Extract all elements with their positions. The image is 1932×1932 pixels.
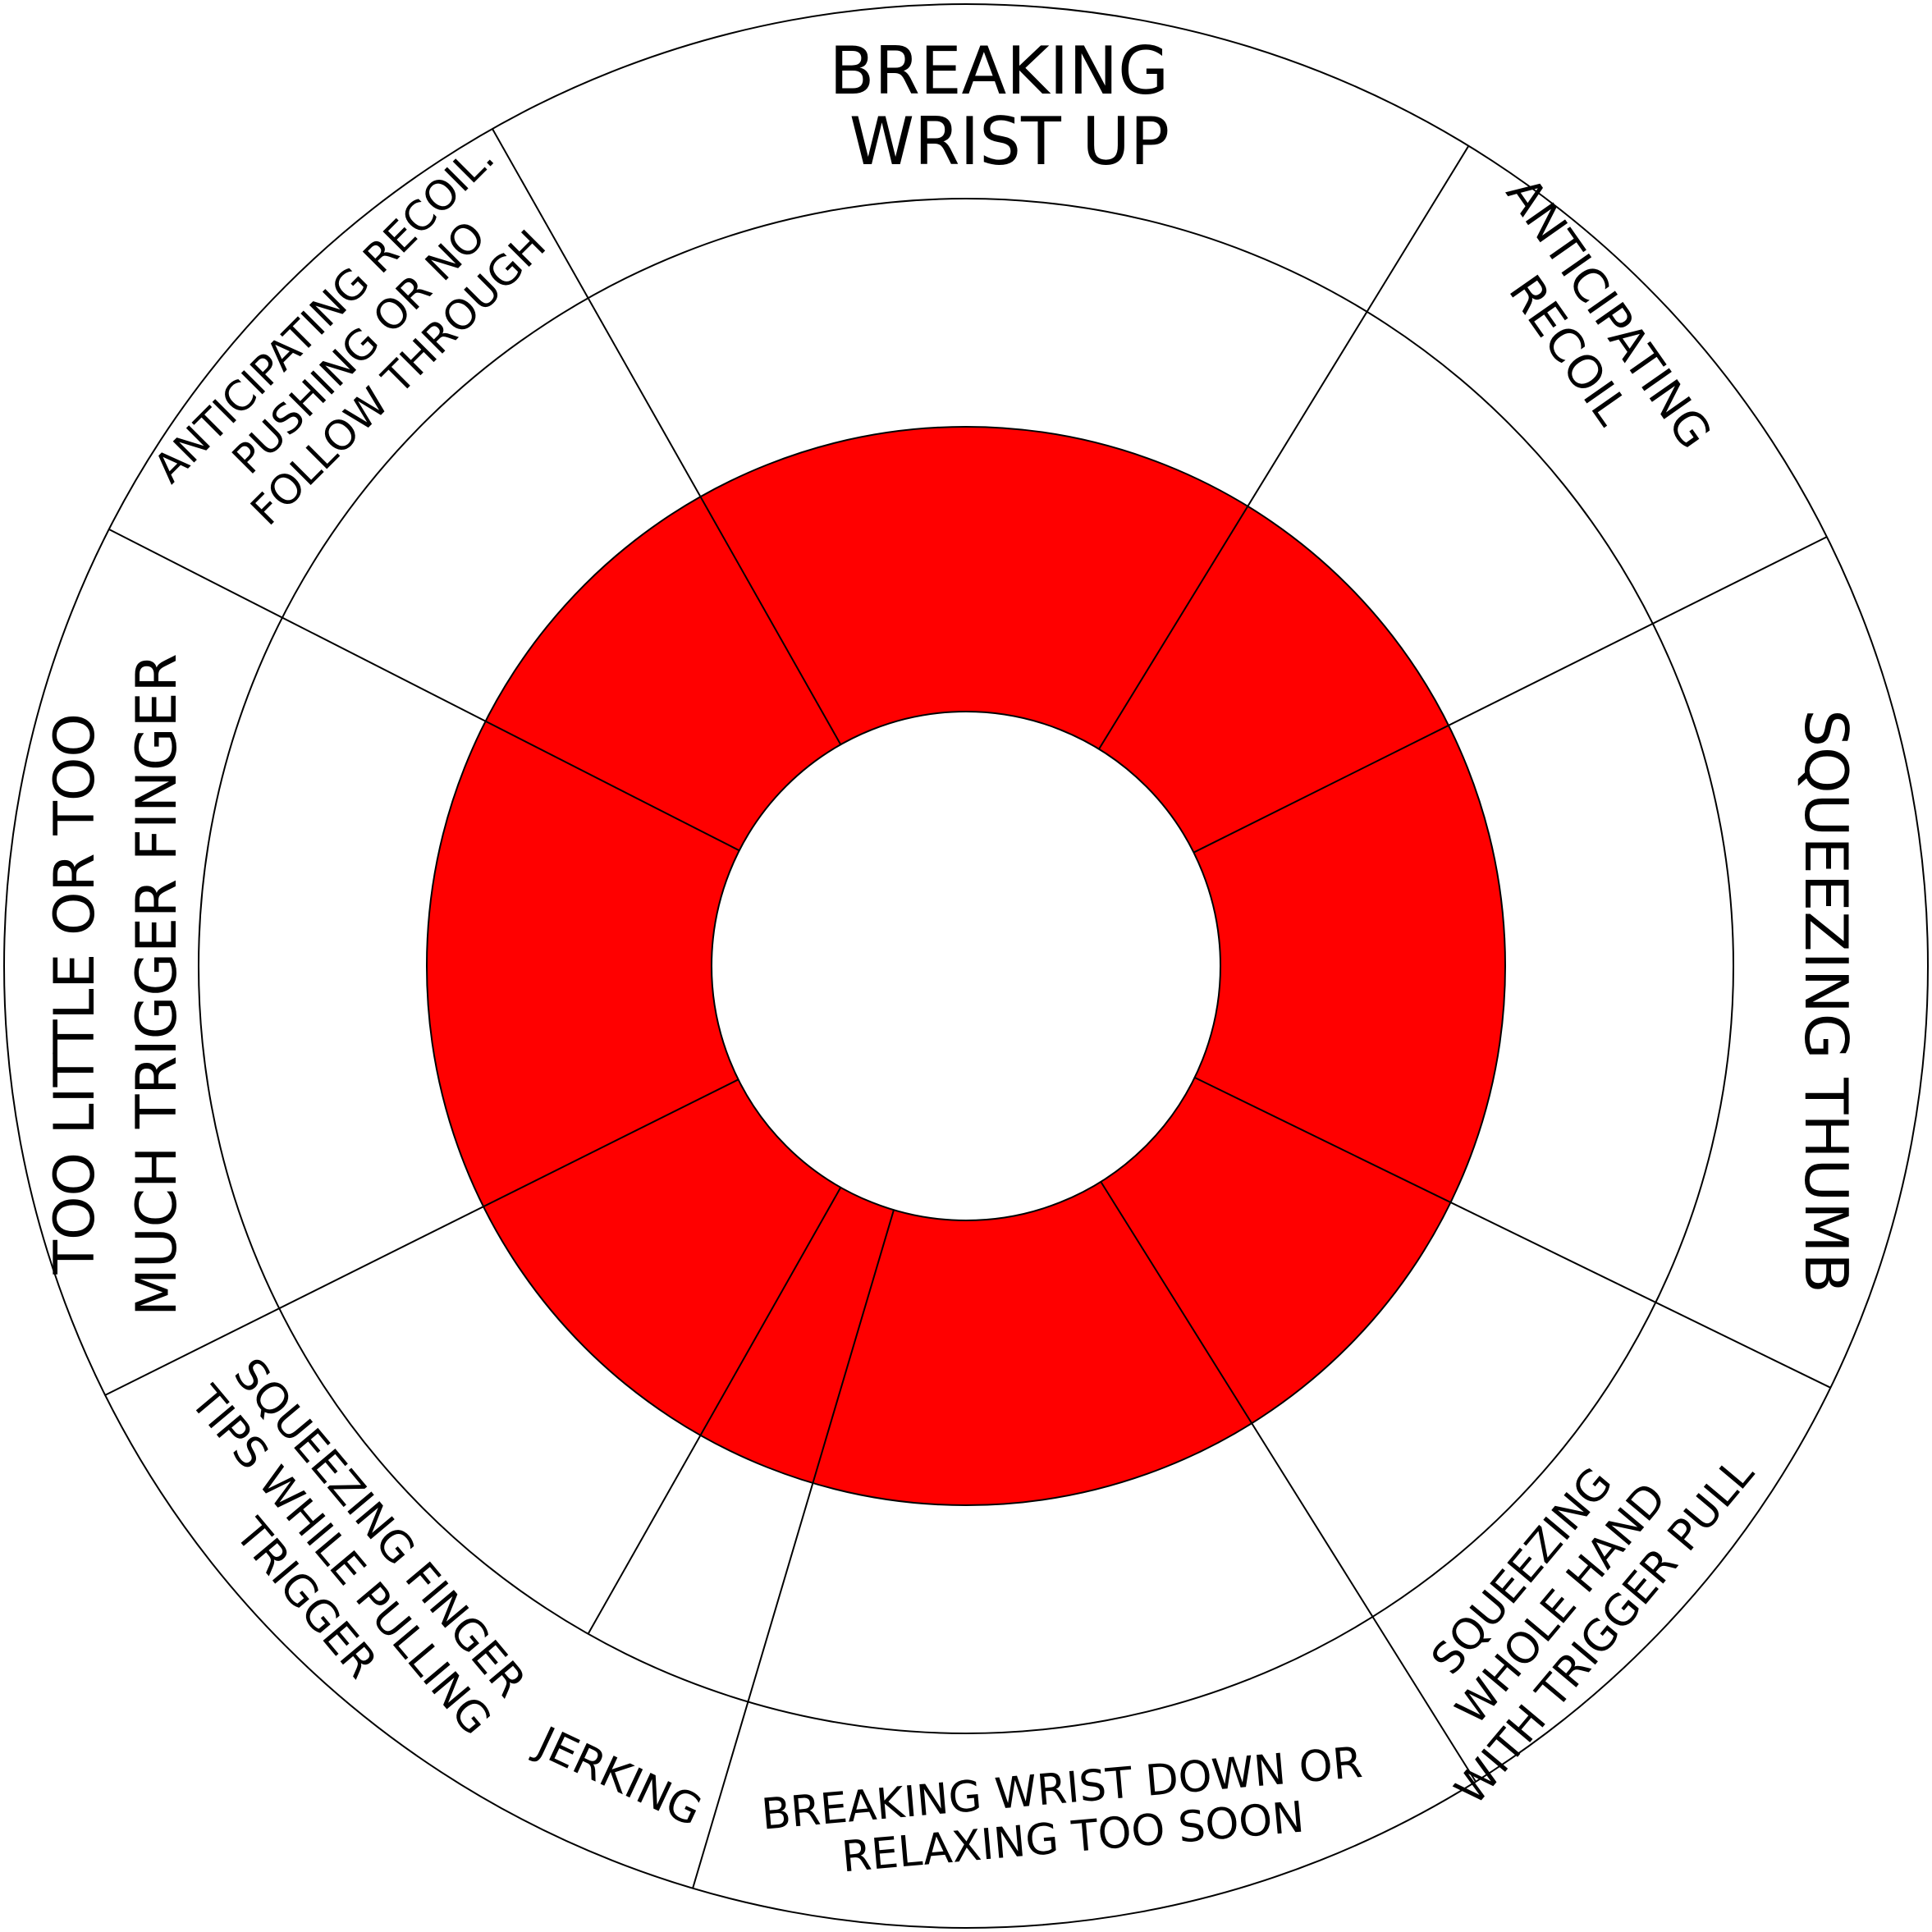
segment-divider [108, 529, 740, 852]
label-line: SQUEEZING THUMB [1792, 709, 1861, 1293]
segment-divider [492, 128, 842, 745]
label-too-little-or-too-much: TOO LITTLE OR TOO MUCH TRIGGER FINGER [43, 653, 190, 1316]
segment-dividers [104, 128, 1831, 1889]
label-squeezing-thumb: SQUEEZING THUMB [1792, 709, 1861, 1293]
segment-divider [1100, 1181, 1476, 1783]
label-line: WRIST UP [849, 103, 1170, 180]
label-line: TOO LITTLE OR TOO [43, 713, 108, 1275]
middle-ring [198, 198, 1734, 1734]
label-breaking-wrist-up: BREAKING WRIST UP [829, 33, 1189, 180]
segment-divider [587, 1187, 842, 1635]
segment-divider [692, 1209, 895, 1889]
segment-divider [1194, 1077, 1831, 1389]
label-line: BREAKING [829, 33, 1169, 109]
center-circle [711, 711, 1221, 1221]
segment-divider [1193, 536, 1828, 854]
segment-divider [104, 1078, 739, 1396]
segment-divider [1098, 145, 1470, 750]
label-line: MUCH TRIGGER FINGER [125, 653, 190, 1316]
